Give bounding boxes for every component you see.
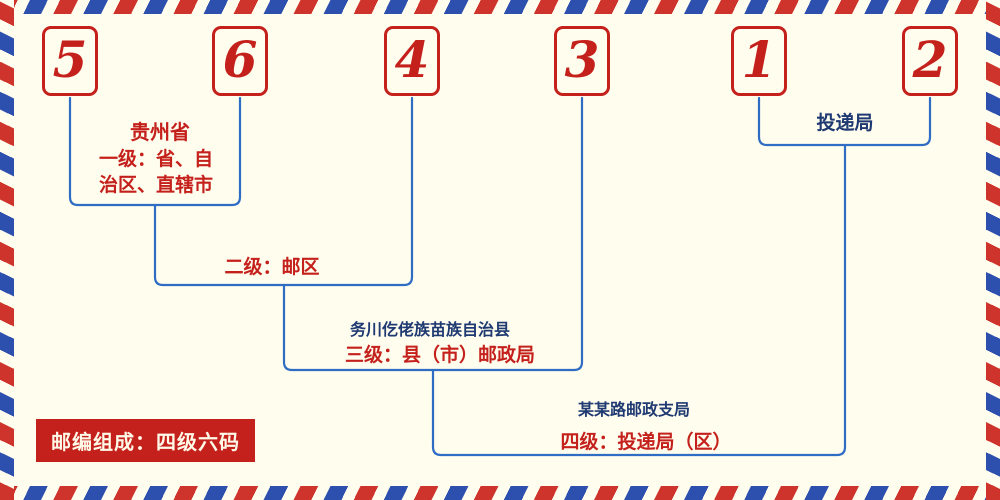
level4-label: 四级：投递局（区） bbox=[560, 431, 732, 453]
postal-digit-6: 2 bbox=[912, 30, 948, 89]
level3-label: 三级：县（市）邮政局 bbox=[344, 344, 536, 366]
level2-label: 二级：邮区 bbox=[224, 256, 320, 278]
airmail-border-right bbox=[986, 0, 1000, 500]
digit-box-1: 5 bbox=[42, 26, 98, 96]
airmail-border-top bbox=[0, 0, 1000, 14]
digit-box-4: 3 bbox=[554, 26, 610, 96]
airmail-border-bottom bbox=[0, 486, 1000, 500]
postal-digit-3: 4 bbox=[394, 30, 430, 89]
level1-label-line2: 治区、直辖市 bbox=[98, 174, 214, 196]
digit-box-2: 6 bbox=[212, 26, 268, 96]
province-name-label: 贵州省 bbox=[130, 120, 190, 144]
branch-name-label: 某某路邮政支局 bbox=[577, 400, 691, 419]
digit-box-3: 4 bbox=[384, 26, 440, 96]
postal-digit-2: 6 bbox=[222, 30, 258, 89]
postal-digit-1: 5 bbox=[52, 30, 88, 89]
level1-label: 一级：省、自 治区、直辖市 bbox=[99, 146, 213, 198]
postal-digit-5: 1 bbox=[741, 30, 777, 89]
level1-label-line1: 一级：省、自 bbox=[98, 148, 214, 170]
airmail-border-left bbox=[0, 0, 14, 500]
delivery-office-label: 投递局 bbox=[816, 112, 874, 134]
postal-digit-4: 3 bbox=[564, 30, 600, 89]
digit-box-5: 1 bbox=[731, 26, 787, 96]
postal-code-composition-badge: 邮编组成：四级六码 bbox=[36, 419, 255, 462]
digit-box-6: 2 bbox=[902, 26, 958, 96]
county-name-label: 务川仡佬族苗族自治县 bbox=[349, 320, 511, 339]
